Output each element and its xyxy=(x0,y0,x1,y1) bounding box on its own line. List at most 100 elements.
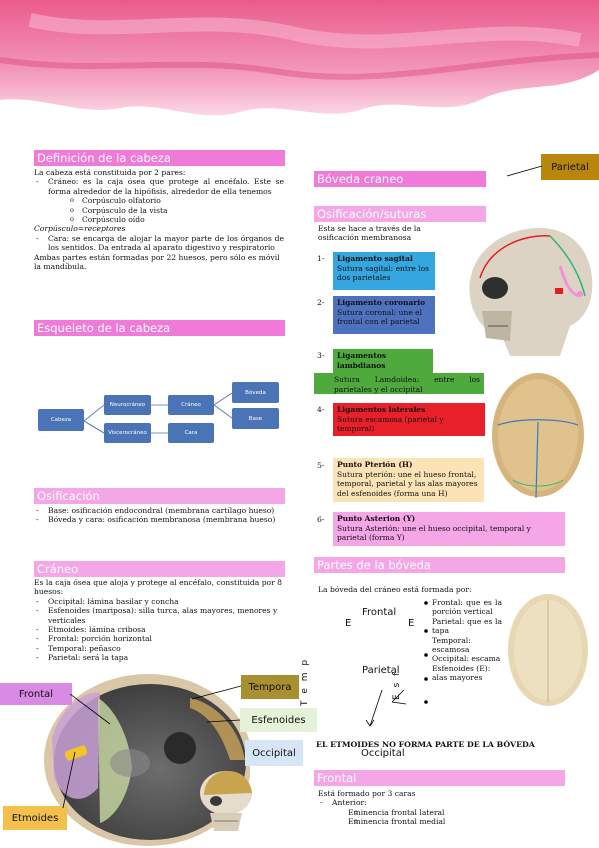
node-viscerocraneo: Viscerocráneo xyxy=(104,423,151,443)
definicion-craneo: Cráneo: es la caja ósea que protege al e… xyxy=(34,177,284,196)
sut4-text: Sutura escamosa (parietal y temporal) xyxy=(337,414,444,434)
sut5-box: Punto Pterión (H) Sutura pterión: une el… xyxy=(333,458,484,502)
parte-item: Esfenoides (E): alas mayores xyxy=(432,663,491,683)
sut3-num: 3- xyxy=(317,351,325,360)
hueso-item: Esfenoides (mariposa): silla turca, alas… xyxy=(34,606,284,625)
skull-vault-image xyxy=(508,594,588,706)
craneo-block: Es la caja ósea que aloja y protege al e… xyxy=(34,578,284,663)
section-header-craneo: Cráneo xyxy=(34,561,285,577)
corpusculo-item: Corpúsculo olfatorio xyxy=(34,196,284,206)
callout-frontal: Frontal xyxy=(0,683,72,705)
callout-esfenoides: Esfenoides xyxy=(240,708,317,732)
hueso-item: Temporal: peñasco xyxy=(34,644,284,654)
sut6-num: 6- xyxy=(317,515,325,524)
hueso-item: Occipital: lámina basilar y concha xyxy=(34,597,284,607)
diagram-arrows xyxy=(365,690,407,727)
osificacion-item: Bóveda y cara: osificación membranosa (m… xyxy=(34,515,284,525)
corpusculo-item: Corpúsculo oído xyxy=(34,215,284,225)
corpusculo-note: Corpúsculo=receptores xyxy=(34,224,126,234)
node-neurocraneo: Neurocráneo xyxy=(104,395,151,415)
osificacion-item: Base: osificación endocondral (membrana … xyxy=(34,506,284,516)
skull-small-image xyxy=(200,771,252,831)
section-header-suturas: Osificación/suturas xyxy=(314,206,486,222)
sut5-text: Sutura pterión: une el hueso frontal, te… xyxy=(337,469,478,498)
node-cabeza: Cabeza xyxy=(38,409,84,431)
callout-temporal: Tempora xyxy=(241,675,299,699)
partes-intro: La bóveda del cráneo está formada por: xyxy=(318,585,472,594)
frontal-intro: Está formado por 3 caras xyxy=(318,789,416,798)
arrow-esfenoides xyxy=(206,719,241,723)
parte-item: Occipital: escama xyxy=(432,654,501,664)
callout-etmoides: Etmoides xyxy=(3,806,67,830)
diagram-parietal: Parietal xyxy=(362,665,400,676)
sut4-box: Ligamentos laterales Sutura escamosa (pa… xyxy=(333,403,485,436)
sut5-title: Punto Pterión (H) xyxy=(337,460,413,469)
diagram-e-left: E xyxy=(345,618,352,629)
sut3-title-box: Ligamentos lambdianos xyxy=(333,349,433,373)
section-header-esqueleto: Esqueleto de la cabeza xyxy=(34,320,285,336)
arrow-etmoides xyxy=(62,751,76,809)
parte-item: Frontal: que es la porción vertical xyxy=(432,598,502,617)
sut2-text: Sutura coronal: une el frontal con el pa… xyxy=(337,307,423,327)
sut1-box: Ligamento sagital Sutura sagital: entre … xyxy=(333,252,435,290)
definicion-block: La cabeza está constituida por 2 pares: … xyxy=(34,168,284,271)
hueso-item: Etmoides: lámina cribosa xyxy=(34,625,284,635)
frontal-sub-item: Eminencia frontal lateral xyxy=(318,808,563,818)
sut6-box: Punto Asterion (Y) Sutura Asterión: une … xyxy=(333,512,565,546)
section-header-frontal: Frontal xyxy=(314,770,565,786)
hueso-item: Frontal: porción horizontal xyxy=(34,634,284,644)
diagram-occipital: Occipital xyxy=(361,748,405,759)
partes-list: Frontal: que es la porción vertical Pari… xyxy=(420,598,502,683)
parte-item: Temporal: escamosa xyxy=(432,635,471,655)
sut4-title: Ligamentos laterales xyxy=(337,405,426,414)
skull-base-illustration xyxy=(44,674,250,846)
node-base: Base xyxy=(232,408,279,429)
definicion-cara: Cara: se encarga de alojar la mayor part… xyxy=(34,234,284,253)
arrow-temporal xyxy=(191,685,242,700)
skull-lateral-image xyxy=(469,228,593,356)
section-header-osificacion: Osificación xyxy=(34,488,285,504)
partes-bullets xyxy=(424,601,428,704)
frontal-block: Está formado por 3 caras Anterior: Emine… xyxy=(318,789,563,827)
definicion-outro: Ambas partes están formadas por 22 hueso… xyxy=(34,252,280,272)
sut4-num: 4- xyxy=(317,405,325,414)
node-cara: Cara xyxy=(168,423,214,443)
craneo-intro: Es la caja ósea que aloja y protege al e… xyxy=(34,578,283,597)
node-boveda: Bóveda xyxy=(232,382,279,403)
sut1-text: Sutura sagital: entre los dos parietales xyxy=(337,263,430,283)
arrow-frontal xyxy=(70,694,111,725)
sut1-num: 1- xyxy=(317,254,325,263)
sut3-text: Sutura Lamdoidea: entre los parietales y… xyxy=(334,375,480,394)
node-craneo: Cráneo xyxy=(168,395,214,415)
diagram-e-right: E xyxy=(408,618,415,629)
sut2-box: Ligamento coronario Sutura coronal: une … xyxy=(333,296,435,334)
frontal-item: Anterior: xyxy=(318,798,563,808)
sut6-text: Sutura Asterión: une el hueso occipital,… xyxy=(337,523,531,543)
section-header-partes: Partes de la bóveda xyxy=(314,557,565,573)
hueso-item: Parietal: será la tapa xyxy=(34,653,284,663)
watercolor-banner xyxy=(0,0,599,116)
definicion-intro: La cabeza está constituida por 2 pares: xyxy=(34,168,186,177)
diagram-temp: T e m p xyxy=(300,657,310,706)
sut3-box: Sutura Lamdoidea: entre los parietales y… xyxy=(314,373,484,394)
section-header-definicion: Definición de la cabeza xyxy=(34,150,285,166)
osificacion-block: Base: osificación endocondral (membrana … xyxy=(34,506,284,525)
suturas-intro: Esta se hace a través de la osificación … xyxy=(318,224,421,243)
sut2-num: 2- xyxy=(317,298,325,307)
diagram-frontal: Frontal xyxy=(362,607,397,618)
callout-parietal: Parietal xyxy=(541,154,599,180)
sut5-num: 5- xyxy=(317,461,325,470)
esqueleto-connectors xyxy=(83,392,233,434)
sut2-title: Ligamento coronario xyxy=(337,298,426,307)
sut6-title: Punto Asterion (Y) xyxy=(337,514,416,523)
section-header-boveda: Bóveda craneo xyxy=(314,171,486,187)
arrow-parietal xyxy=(506,165,543,177)
corpusculo-item: Corpúsculo de la vista xyxy=(34,206,284,216)
etmoides-note: EL ETMOIDES NO FORMA PARTE DE LA BÓVEDA xyxy=(316,740,535,749)
sut3-title: Ligamentos lambdianos xyxy=(337,351,387,370)
sut1-title: Ligamento sagital xyxy=(337,254,413,263)
skull-top-image xyxy=(492,373,584,499)
callout-occipital: Occipital xyxy=(245,740,303,766)
parte-item: Parietal: que es la tapa xyxy=(432,616,502,636)
frontal-sub-item: Eminencia frontal medial xyxy=(318,817,563,827)
